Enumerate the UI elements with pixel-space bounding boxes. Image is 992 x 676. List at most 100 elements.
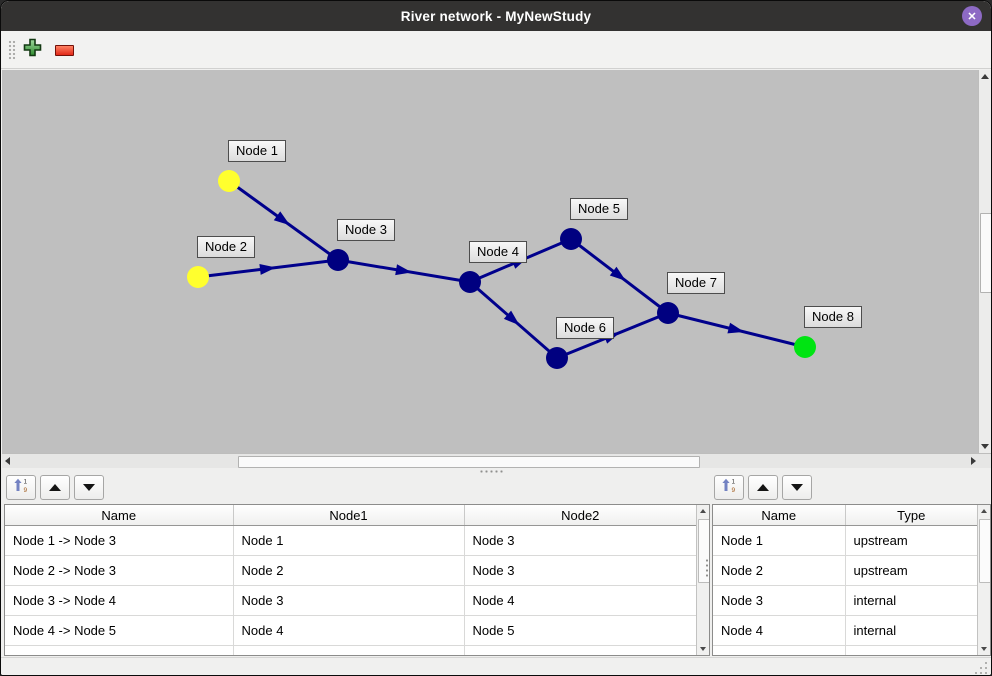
links-table-row-partial[interactable] bbox=[5, 645, 696, 655]
links-sort-button[interactable]: 1 9 bbox=[6, 475, 36, 500]
nodes-sort-button[interactable]: 1 9 bbox=[714, 475, 744, 500]
close-icon: ✕ bbox=[967, 10, 977, 23]
links-move-down-button[interactable] bbox=[74, 475, 104, 500]
title-bar[interactable]: River network - MyNewStudy ✕ bbox=[1, 1, 991, 31]
tables-pane: 1 9 Name bbox=[1, 474, 991, 657]
link-node1-cell[interactable]: Node 2 bbox=[233, 555, 465, 586]
node-4-circle[interactable] bbox=[459, 271, 481, 293]
node-2-label: Node 2 bbox=[197, 236, 255, 258]
canvas-vscroll-thumb[interactable] bbox=[980, 213, 991, 293]
links-table-vscrollbar[interactable] bbox=[696, 505, 709, 655]
canvas-vertical-scrollbar[interactable] bbox=[978, 70, 991, 453]
links-header-row: Name Node1 Node2 bbox=[5, 505, 696, 526]
node-5-circle[interactable] bbox=[560, 228, 582, 250]
node-8-circle[interactable] bbox=[794, 336, 816, 358]
links-table-frame: Name Node1 Node2 Node 1 -> Node 3 Node 1… bbox=[4, 504, 710, 656]
link-name-cell[interactable]: Node 4 -> Node 5 bbox=[5, 615, 234, 646]
move-up-icon bbox=[49, 484, 61, 491]
node-type-cell[interactable]: upstream bbox=[845, 555, 977, 586]
flow-arrow-icon bbox=[503, 310, 520, 326]
node-name-cell[interactable]: Node 3 bbox=[713, 585, 846, 616]
nodes-table-row[interactable]: Node 2 upstream bbox=[713, 555, 977, 586]
table-splitter-handle[interactable] bbox=[705, 558, 709, 578]
links-table-row[interactable]: Node 1 -> Node 3 Node 1 Node 3 bbox=[5, 525, 696, 556]
window-title: River network - MyNewStudy bbox=[400, 8, 592, 24]
nodes-table-row-partial[interactable] bbox=[713, 645, 977, 655]
nodes-table-row[interactable]: Node 1 upstream bbox=[713, 525, 977, 556]
scroll-down-icon[interactable] bbox=[981, 444, 989, 449]
link-node1-cell[interactable]: Node 3 bbox=[233, 585, 465, 616]
resize-grip-icon[interactable] bbox=[974, 661, 987, 674]
node-8-label: Node 8 bbox=[804, 306, 862, 328]
add-node-button[interactable] bbox=[20, 38, 44, 62]
nodes-table-row[interactable]: Node 3 internal bbox=[713, 585, 977, 616]
node-1-circle[interactable] bbox=[218, 170, 240, 192]
nodes-table-frame: Name Type Node 1 upstream Node 2 upstrea… bbox=[712, 504, 991, 656]
canvas-horizontal-scrollbar[interactable] bbox=[2, 453, 991, 468]
remove-node-button[interactable] bbox=[52, 38, 76, 62]
svg-text:1: 1 bbox=[732, 479, 736, 486]
scroll-right-icon[interactable] bbox=[971, 457, 976, 465]
link-node1-cell[interactable]: Node 4 bbox=[233, 615, 465, 646]
flow-arrow-icon bbox=[259, 264, 276, 275]
scroll-left-icon[interactable] bbox=[5, 457, 10, 465]
node-5-label: Node 5 bbox=[570, 198, 628, 220]
close-button[interactable]: ✕ bbox=[962, 6, 982, 26]
canvas-hscroll-thumb[interactable] bbox=[238, 456, 700, 468]
toolbar-grip-handle[interactable] bbox=[8, 40, 17, 60]
sort-ascending-icon: 1 9 bbox=[721, 477, 737, 498]
link-node2-cell[interactable]: Node 5 bbox=[464, 615, 696, 646]
node-7-circle[interactable] bbox=[657, 302, 679, 324]
links-table-row[interactable]: Node 2 -> Node 3 Node 2 Node 3 bbox=[5, 555, 696, 586]
move-up-icon bbox=[757, 484, 769, 491]
scroll-up-icon[interactable] bbox=[981, 509, 987, 513]
move-down-icon bbox=[83, 484, 95, 491]
links-col-header-node2[interactable]: Node2 bbox=[464, 505, 696, 526]
link-name-cell[interactable]: Node 2 -> Node 3 bbox=[5, 555, 234, 586]
add-plus-icon bbox=[23, 38, 42, 62]
remove-minus-icon bbox=[54, 44, 74, 56]
link-node2-cell[interactable]: Node 3 bbox=[464, 525, 696, 556]
scroll-down-icon[interactable] bbox=[981, 647, 987, 651]
svg-text:9: 9 bbox=[732, 487, 736, 493]
links-col-header-node1[interactable]: Node1 bbox=[233, 505, 465, 526]
links-table: Name Node1 Node2 Node 1 -> Node 3 Node 1… bbox=[5, 505, 696, 655]
node-type-cell[interactable]: internal bbox=[845, 585, 977, 616]
node-3-circle[interactable] bbox=[327, 249, 349, 271]
node-name-cell[interactable]: Node 1 bbox=[713, 525, 846, 556]
nodes-table-toolbar: 1 9 bbox=[714, 475, 812, 501]
node-6-circle[interactable] bbox=[546, 347, 568, 369]
nodes-table-vscrollbar[interactable] bbox=[977, 505, 990, 655]
scroll-down-icon[interactable] bbox=[700, 647, 706, 651]
node-type-cell[interactable]: internal bbox=[845, 615, 977, 646]
nodes-table-group: 1 9 Name bbox=[712, 474, 991, 657]
nodes-col-header-name[interactable]: Name bbox=[713, 505, 846, 526]
sort-ascending-icon: 1 9 bbox=[13, 477, 29, 498]
nodes-move-down-button[interactable] bbox=[782, 475, 812, 500]
scroll-up-icon[interactable] bbox=[700, 509, 706, 513]
node-name-cell[interactable]: Node 4 bbox=[713, 615, 846, 646]
nodes-col-header-type[interactable]: Type bbox=[845, 505, 977, 526]
links-move-up-button[interactable] bbox=[40, 475, 70, 500]
link-node1-cell[interactable]: Node 1 bbox=[233, 525, 465, 556]
link-node2-cell[interactable]: Node 4 bbox=[464, 585, 696, 616]
nodes-vscroll-thumb[interactable] bbox=[979, 519, 990, 583]
links-table-toolbar: 1 9 bbox=[6, 475, 104, 501]
links-table-row[interactable]: Node 4 -> Node 5 Node 4 Node 5 bbox=[5, 615, 696, 646]
nodes-move-up-button[interactable] bbox=[748, 475, 778, 500]
node-2-circle[interactable] bbox=[187, 266, 209, 288]
nodes-table: Name Type Node 1 upstream Node 2 upstrea… bbox=[713, 505, 977, 655]
pane-splitter-handle[interactable] bbox=[1, 468, 991, 474]
link-name-cell[interactable]: Node 1 -> Node 3 bbox=[5, 525, 234, 556]
links-table-row[interactable]: Node 3 -> Node 4 Node 3 Node 4 bbox=[5, 585, 696, 616]
nodes-table-row[interactable]: Node 4 internal bbox=[713, 615, 977, 646]
link-node2-cell[interactable]: Node 3 bbox=[464, 555, 696, 586]
links-col-header-name[interactable]: Name bbox=[5, 505, 234, 526]
scroll-up-icon[interactable] bbox=[981, 74, 989, 79]
link-name-cell[interactable]: Node 3 -> Node 4 bbox=[5, 585, 234, 616]
node-type-cell[interactable]: upstream bbox=[845, 525, 977, 556]
node-name-cell[interactable]: Node 2 bbox=[713, 555, 846, 586]
links-vscroll-thumb[interactable] bbox=[698, 519, 709, 583]
